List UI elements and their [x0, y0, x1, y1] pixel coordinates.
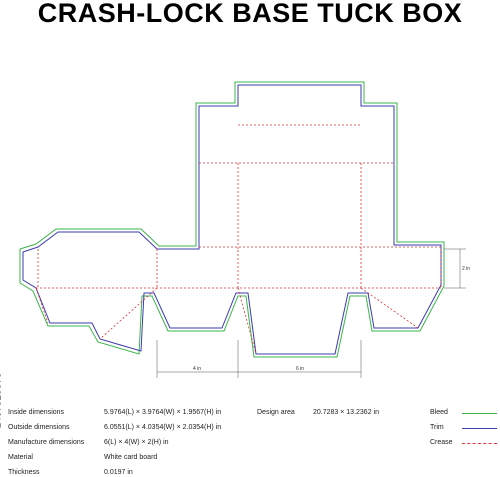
page-title: CRASH-LOCK BASE TUCK BOX — [37, 0, 463, 28]
spec-value-thickness: 0.0197 in — [104, 469, 133, 476]
stock-id: 1467920676 — [0, 372, 4, 429]
design-area-label: Design area — [257, 409, 295, 416]
spec-value-outside: 6.0551(L) × 4.0354(W) × 2.0354(H) in — [104, 424, 222, 431]
design-area-value: 20.7283 × 13.2362 in — [313, 409, 379, 416]
spec-label-thickness: Thickness — [8, 469, 40, 476]
legend-line-crease — [462, 443, 497, 444]
crease-lines — [35, 124, 442, 355]
legend-line-trim — [462, 428, 497, 429]
spec-label-manufacture: Manufacture dimensions — [8, 439, 85, 446]
trim-outline — [22, 84, 442, 355]
dim-label-width-b: 6 in — [296, 366, 304, 372]
dimension-lines — [156, 248, 466, 378]
legend-label-trim: Trim — [430, 424, 444, 431]
spec-value-material: White card board — [104, 454, 158, 461]
dim-label-width-a: 4 in — [193, 366, 201, 372]
spec-label-material: Material — [8, 454, 33, 461]
legend-label-crease: Crease — [430, 439, 453, 446]
spec-label-outside: Outside dimensions — [8, 424, 70, 431]
legend-line-bleed — [462, 413, 497, 414]
spec-label-inside: Inside dimensions — [8, 409, 65, 416]
spec-value-inside: 5.9764(L) × 3.9764(W) × 1.9567(H) in — [104, 409, 222, 416]
dim-label-height: 2 in — [462, 266, 470, 272]
bleed-outline — [19, 81, 445, 358]
legend-label-bleed: Bleed — [430, 409, 448, 416]
spec-value-manufacture: 6(L) × 4(W) × 2(H) in — [104, 439, 169, 446]
